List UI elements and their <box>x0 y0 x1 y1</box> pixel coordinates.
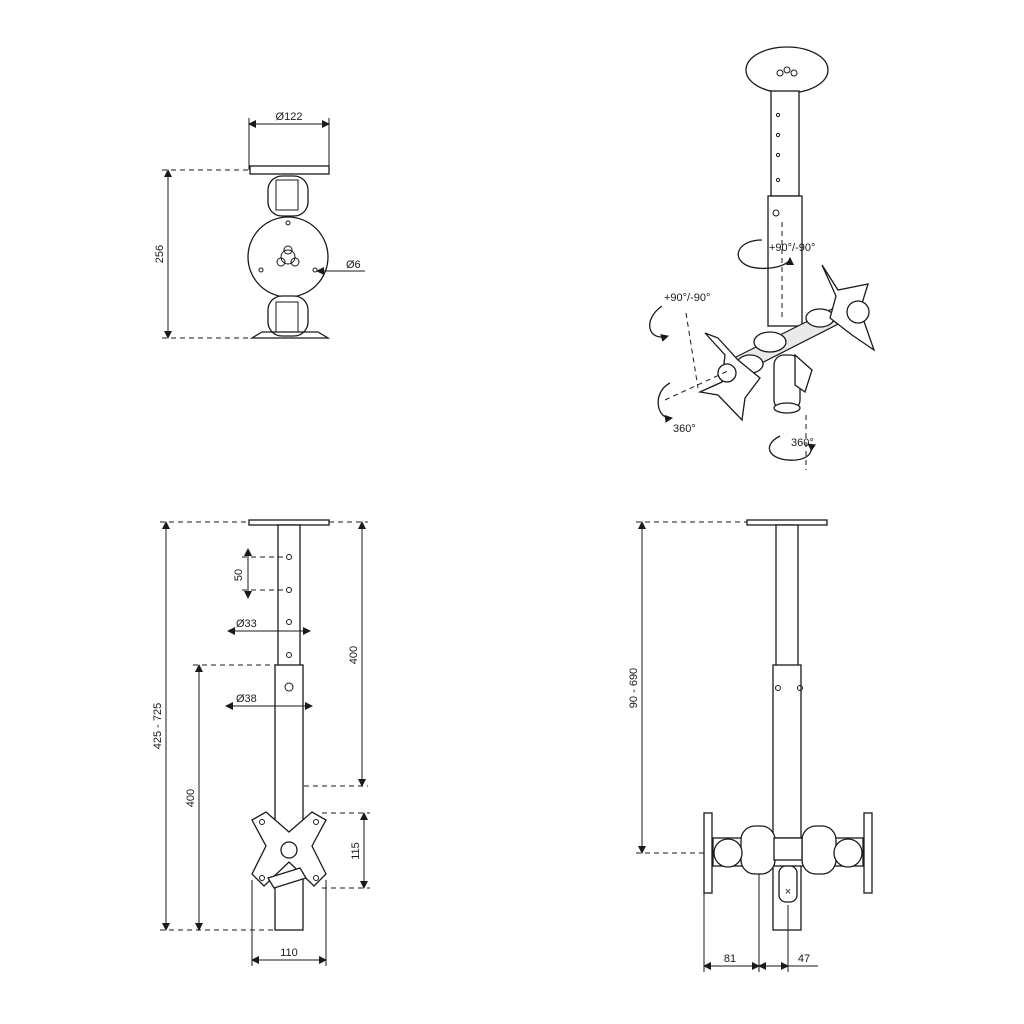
dim-label-lower-tube-length: 400 <box>185 789 197 807</box>
dim-label-tube-offset: 47 <box>798 953 810 965</box>
iso-tube-hole <box>775 177 781 183</box>
dim-hole-pitch: 50 <box>233 548 287 599</box>
front-handle <box>267 867 307 889</box>
iso-tube-end <box>773 402 801 414</box>
dim-label-plate-diameter: Ø122 <box>276 111 303 123</box>
dim-label-hole-diameter: Ø6 <box>346 259 361 271</box>
iso-tilt-axis <box>685 312 699 389</box>
iso-tube-hole <box>775 112 781 118</box>
dim-label-upper-tube-length: 400 <box>348 646 360 664</box>
iso-view: +90°/-90° +90°/-90° 360° 360° <box>649 46 876 470</box>
side-right-knob <box>801 825 837 875</box>
label-rotate-bottom: 360° <box>791 437 814 449</box>
side-left-vesa <box>703 812 713 894</box>
dim-upper-tube-length: 400 <box>304 521 368 787</box>
vesa-hole <box>259 875 265 881</box>
front-tube-hole <box>286 652 292 658</box>
front-ceiling-plate <box>248 519 330 526</box>
base-foot <box>249 331 331 339</box>
label-tilt-left: +90°/-90° <box>664 292 710 304</box>
dim-vesa-height: 115 <box>322 812 370 889</box>
rotate-arrow-top <box>737 239 794 270</box>
dim-label-height: 256 <box>154 245 166 263</box>
side-left-knob <box>740 825 776 875</box>
vesa-hole <box>313 875 319 881</box>
iso-right-vesa-center <box>846 300 870 324</box>
small-hole <box>258 267 264 273</box>
iso-tube-hole <box>775 132 781 138</box>
front-vesa-center <box>280 841 298 859</box>
tilt-arrow-left <box>649 305 669 342</box>
dim-height: 256 <box>154 169 250 339</box>
iso-plate-hole <box>776 69 784 77</box>
side-right-vesa <box>863 812 873 894</box>
dim-total-length: 425 - 725 <box>152 521 276 931</box>
iso-lower-tube <box>767 195 803 327</box>
iso-ceiling-plate <box>745 46 829 94</box>
side-tube-pin <box>797 685 803 691</box>
iso-left-vesa-center <box>717 363 737 383</box>
dim-hole-diameter: Ø6 <box>316 259 365 275</box>
vesa-hole <box>259 819 265 825</box>
front-upper-tube <box>277 524 301 686</box>
dim-lower-tube-length: 400 <box>185 664 276 931</box>
front-tube-hole <box>286 554 292 560</box>
iso-tube-hole <box>775 152 781 158</box>
iso-upper-tube <box>770 90 800 197</box>
dim-label-vesa-width: 110 <box>280 947 298 959</box>
bolt-hole <box>283 245 293 255</box>
bolt-hole <box>290 257 300 267</box>
small-hole <box>285 220 291 226</box>
iso-hub <box>753 331 787 353</box>
upper-knob-bracket <box>275 179 299 211</box>
dim-drop-range: 90 - 690 <box>628 521 747 854</box>
vesa-hole <box>313 819 319 825</box>
dim-label-lower-tube-diameter: Ø38 <box>236 693 257 705</box>
side-left-ball <box>713 838 743 868</box>
front-tube-pin <box>284 682 294 692</box>
dim-label-vesa-height: 115 <box>350 842 362 860</box>
iso-tube-hole <box>772 209 780 217</box>
side-view: × 90 - 690 81 47 <box>628 519 873 972</box>
dim-label-hole-pitch: 50 <box>233 569 245 581</box>
rotate-arrow-bottom <box>768 435 817 461</box>
iso-plate-hole <box>783 66 791 74</box>
iso-plate-hole <box>790 69 798 77</box>
mount-disk <box>247 216 329 298</box>
front-tube-hole <box>286 587 292 593</box>
ceiling-plate-top <box>249 165 330 175</box>
iso-rotate-axis <box>664 369 731 401</box>
side-handle <box>778 865 798 903</box>
label-tilt-top: +90°/-90° <box>769 242 815 254</box>
side-tube-pin <box>775 685 781 691</box>
rotate-arrow-left <box>657 382 673 423</box>
label-rotate-left: 360° <box>673 423 696 435</box>
dim-label-total-length: 425 - 725 <box>152 703 164 749</box>
front-view: 50 Ø33 Ø38 400 425 - 725 <box>152 519 370 966</box>
dim-vesa-width: 110 <box>251 880 327 966</box>
side-handle-mark: × <box>785 886 791 898</box>
iso-handle <box>794 353 813 394</box>
dim-label-upper-tube-diameter: Ø33 <box>236 618 257 630</box>
side-right-ball <box>833 838 863 868</box>
dim-plate-diameter: Ø122 <box>248 111 330 170</box>
side-upper-tube <box>775 524 799 671</box>
dim-lower-tube-diameter: Ø38 <box>225 693 313 710</box>
dim-label-drop-range: 90 - 690 <box>628 668 640 708</box>
front-tube-hole <box>286 619 292 625</box>
dim-bottom-offsets: 81 47 <box>703 874 818 972</box>
side-hub <box>773 837 803 861</box>
top-view: Ø122 256 Ø6 <box>154 111 365 339</box>
bolt-hole <box>276 257 286 267</box>
side-ceiling-plate <box>746 519 828 526</box>
center-hole <box>280 249 296 265</box>
dim-upper-tube-diameter: Ø33 <box>227 618 311 635</box>
dim-label-arm-offset: 81 <box>724 953 736 965</box>
front-lower-tube <box>274 664 304 931</box>
